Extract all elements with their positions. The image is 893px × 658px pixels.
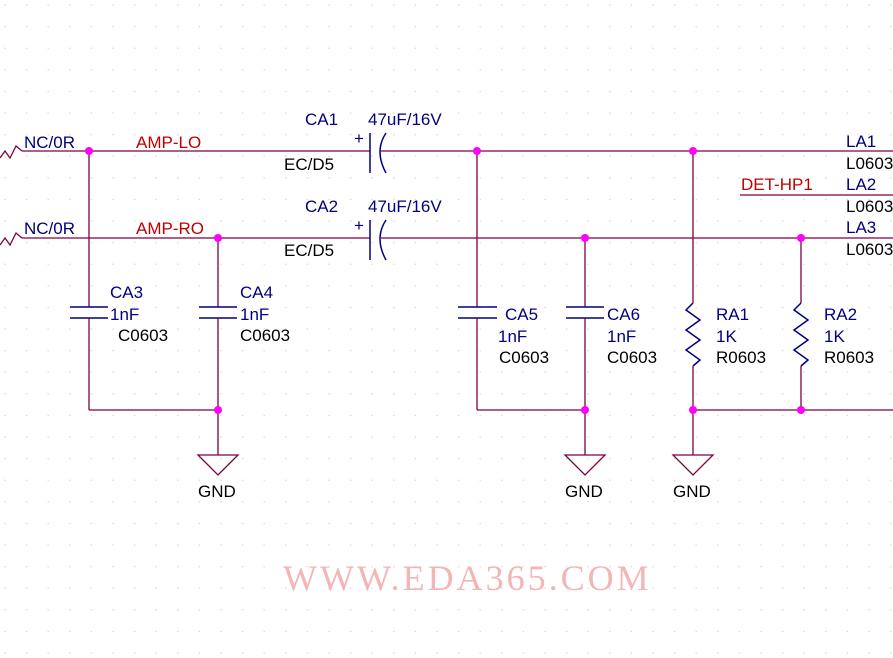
- capacitor-ca1[interactable]: [369, 132, 387, 174]
- gnd-label-3: GND: [673, 482, 711, 501]
- ca3-footprint: C0603: [118, 326, 168, 345]
- ca5-ref: CA5: [505, 305, 538, 324]
- ca5-value: 1nF: [498, 327, 527, 346]
- la1-ref: LA1: [846, 132, 876, 151]
- ca3-value: 1nF: [110, 305, 139, 324]
- ca5-footprint: C0603: [499, 348, 549, 367]
- resistor-ra2[interactable]: [792, 238, 810, 410]
- ca2-ref: CA2: [305, 197, 338, 216]
- gnd-symbol-1[interactable]: [196, 454, 240, 476]
- gnd-label-1: GND: [198, 482, 236, 501]
- resistor-nc0r-top[interactable]: [0, 144, 23, 160]
- la3-ref: LA3: [846, 218, 876, 237]
- ca4-ref: CA4: [240, 283, 273, 302]
- gnd-symbol-3[interactable]: [671, 454, 715, 476]
- la1-footprint: L0603: [846, 154, 893, 173]
- ra2-footprint: R0603: [824, 348, 874, 367]
- gnd-label-2: GND: [565, 482, 603, 501]
- capacitor-ca4[interactable]: [199, 238, 237, 455]
- junction-dots: [85, 147, 805, 414]
- ca2-plus: +: [354, 216, 364, 235]
- ra2-value: 1K: [824, 327, 845, 346]
- ca2-value: 47uF/16V: [368, 197, 442, 216]
- net-label-amp-lo: AMP-LO: [136, 133, 201, 152]
- la2-footprint: L0603: [846, 197, 893, 216]
- net-label-amp-ro: AMP-RO: [136, 219, 204, 238]
- ca1-ref: CA1: [305, 110, 338, 129]
- nc0r-top-label: NC/0R: [24, 133, 75, 152]
- resistor-nc0r-bottom[interactable]: [0, 231, 23, 247]
- ca2-footprint: EC/D5: [284, 241, 334, 260]
- ra1-ref: RA1: [716, 305, 749, 324]
- ca1-plus: +: [354, 129, 364, 148]
- ca1-footprint: EC/D5: [284, 155, 334, 174]
- ca1-value: 47uF/16V: [368, 110, 442, 129]
- capacitor-ca2[interactable]: [369, 219, 387, 261]
- ca4-footprint: C0603: [240, 326, 290, 345]
- ca6-ref: CA6: [607, 305, 640, 324]
- capacitor-ca6[interactable]: [566, 238, 604, 455]
- net-label-det-hp1: DET-HP1: [741, 175, 813, 194]
- la2-ref: LA2: [846, 175, 876, 194]
- capacitor-ca5[interactable]: [458, 151, 497, 410]
- gnd-symbol-2[interactable]: [563, 454, 607, 476]
- ra1-value: 1K: [716, 327, 737, 346]
- ca6-value: 1nF: [607, 327, 636, 346]
- ca4-value: 1nF: [240, 305, 269, 324]
- ca6-footprint: C0603: [607, 348, 657, 367]
- la3-footprint: L0603: [846, 240, 893, 259]
- watermark: WWW.EDA365.COM: [283, 558, 652, 598]
- ra2-ref: RA2: [824, 305, 857, 324]
- nc0r-bottom-label: NC/0R: [24, 219, 75, 238]
- ca3-ref: CA3: [110, 283, 143, 302]
- capacitor-ca3[interactable]: [70, 151, 108, 410]
- ra1-footprint: R0603: [716, 348, 766, 367]
